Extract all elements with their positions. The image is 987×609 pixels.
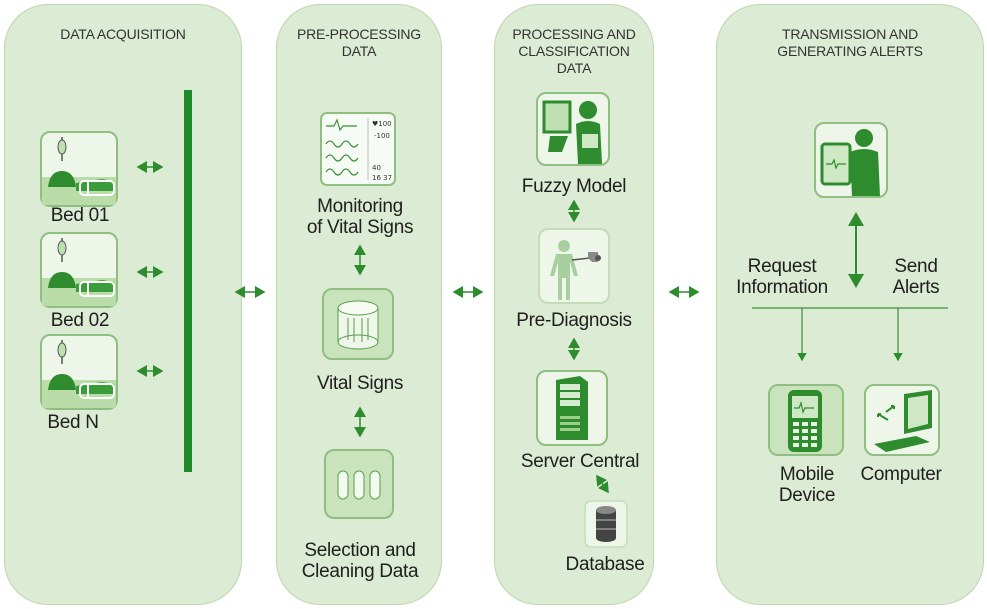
server-tower-icon: [536, 370, 608, 446]
bed-label: Bed N: [47, 412, 99, 433]
send-alerts-label: Send Alerts: [892, 256, 940, 298]
bed-bus-arrows: [136, 161, 164, 377]
svg-text:♥100: ♥100: [372, 120, 392, 128]
body-scan-icon: [538, 228, 610, 304]
data-bus-bar: [184, 90, 192, 472]
hospital-bed-patient-icon: [40, 232, 118, 308]
bed-label: Bed 01: [50, 205, 110, 226]
flow-arrow: [596, 474, 609, 494]
flow-arrow: [568, 199, 580, 223]
fuzzy-model-label: Fuzzy Model: [521, 176, 627, 197]
mobile-phone-icon: [768, 384, 844, 456]
vital-signs-monitor-icon: ♥100 -100 40 16 37: [320, 112, 396, 186]
request-information-label: Request Information: [736, 256, 828, 298]
vital-signs-label: Vital Signs: [316, 373, 404, 394]
panel-connector-arrow: [452, 286, 484, 298]
hospital-bed-patient-icon: [40, 334, 118, 410]
panel-title: PROCESSING AND CLASSIFICATION DATA: [512, 26, 636, 76]
svg-text:40: 40: [372, 164, 381, 172]
alert-distribution-lines: [752, 307, 948, 362]
bed-label: Bed 02: [50, 310, 110, 331]
panel-title: DATA ACQUISITION: [60, 26, 186, 42]
database-cylinder-icon: [322, 288, 394, 360]
selection-cleaning-label: Selection and Cleaning Data: [301, 540, 419, 582]
server-central-label: Server Central: [520, 451, 640, 472]
database-icon: [584, 500, 628, 548]
flow-arrow: [354, 244, 366, 276]
panel-transmission: TRANSMISSION AND GENERATING ALERTS: [716, 4, 984, 605]
panel-connector-arrow: [668, 286, 700, 298]
database-label: Database: [565, 554, 645, 575]
panel-title: PRE-PROCESSING DATA: [297, 26, 421, 59]
panel-connector-arrow: [234, 286, 266, 298]
hospital-bed-patient-icon: [40, 131, 118, 207]
svg-text:16 37: 16 37: [372, 174, 392, 182]
flow-arrow: [568, 337, 580, 361]
panel-title: TRANSMISSION AND GENERATING ALERTS: [777, 26, 923, 59]
flow-arrow: [848, 212, 864, 288]
monitoring-label: Monitoring of Vital Signs: [306, 196, 414, 238]
mobile-device-label: Mobile Device: [778, 464, 836, 506]
doctor-tablet-icon: [814, 122, 888, 198]
pre-diagnosis-label: Pre-Diagnosis: [516, 310, 632, 331]
filter-cylinders-icon: [324, 449, 394, 519]
computer-monitor-icon: [864, 384, 940, 456]
doctor-computer-icon: [536, 92, 610, 166]
svg-text:-100: -100: [374, 132, 390, 140]
computer-label: Computer: [860, 464, 942, 485]
flow-arrow: [354, 406, 366, 438]
